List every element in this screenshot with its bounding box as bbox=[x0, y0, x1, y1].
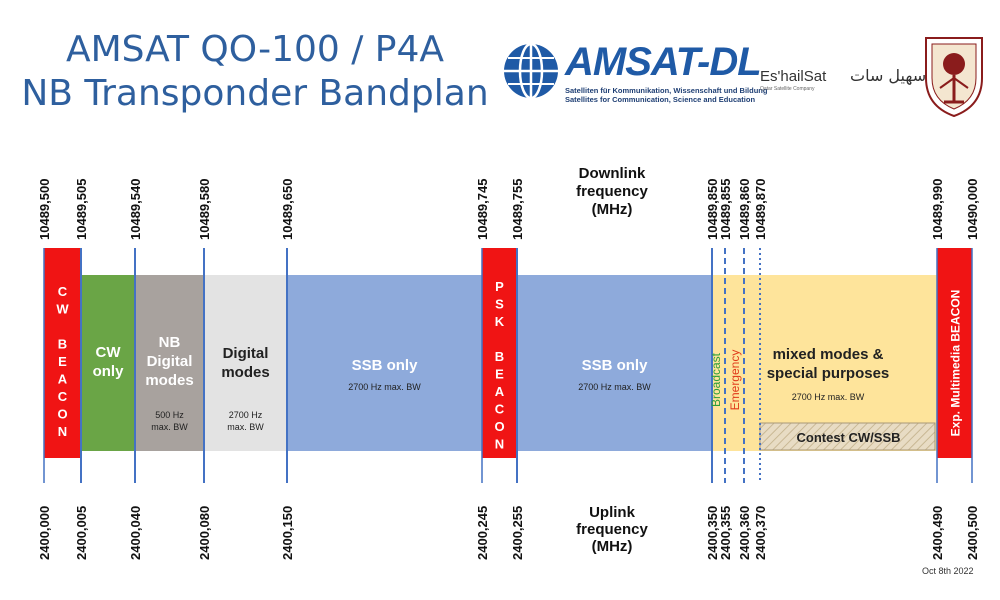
link-captions: Downlinkfrequency(MHz)Uplinkfrequency(MH… bbox=[576, 165, 648, 555]
eshailsat-logo-subtitle: Qatar Satellite Company bbox=[760, 86, 815, 92]
contest-sub-band bbox=[759, 422, 936, 451]
segment-label-0-1: W bbox=[56, 302, 69, 317]
downlink-caption-1: frequency bbox=[576, 183, 648, 200]
segment-label-5-0: P bbox=[495, 279, 504, 294]
segment-label-4-0: SSB only bbox=[352, 357, 419, 374]
segment-label-0-7: O bbox=[57, 407, 67, 422]
title-line-1: AMSAT QO-100 / P4A bbox=[65, 29, 445, 70]
segment-label-0-4: E bbox=[58, 354, 67, 369]
uplink-caption-1: frequency bbox=[576, 521, 648, 538]
uplink-freq-label-6: 2400,255 bbox=[510, 506, 525, 560]
uplink-freq-label-4: 2400,150 bbox=[280, 506, 295, 560]
segment-label-5-9: N bbox=[495, 437, 504, 452]
eshailsat-logo-text: Es'hailSat bbox=[760, 68, 827, 85]
downlink-freq-label-8: 10489,855 bbox=[718, 179, 733, 240]
segment-label-5-2: K bbox=[495, 314, 505, 329]
segment-ssb-4 bbox=[287, 275, 482, 451]
downlink-freq-label-4: 10489,650 bbox=[280, 179, 295, 240]
uplink-freq-label-3: 2400,080 bbox=[197, 506, 212, 560]
segment-note-2-b: max. BW bbox=[151, 422, 188, 432]
segment-label-3-1: modes bbox=[221, 364, 269, 381]
segment-label-8: Exp. Multimedia BEACON bbox=[949, 290, 963, 437]
segment-label-2-0: NB bbox=[159, 334, 181, 351]
segment-digital-3 bbox=[204, 275, 287, 451]
segment-ssb-6 bbox=[517, 275, 712, 451]
segment-label-5-7: C bbox=[495, 402, 505, 417]
downlink-freq-label-1: 10489,505 bbox=[74, 179, 89, 240]
uplink-freq-label-12: 2400,500 bbox=[965, 506, 980, 560]
uplink-freq-label-0: 2400,000 bbox=[37, 506, 52, 560]
segment-note-6: 2700 Hz max. BW bbox=[578, 382, 651, 392]
segment-label-6-0: SSB only bbox=[582, 357, 649, 374]
segment-beacon-5 bbox=[482, 248, 517, 458]
downlink-freq-label-5: 10489,745 bbox=[475, 179, 490, 240]
downlink-caption-2: (MHz) bbox=[592, 201, 633, 218]
segment-label-1-0: CW bbox=[96, 344, 122, 361]
segment-label-5-4: B bbox=[495, 349, 504, 364]
downlink-freq-label-7: 10489,850 bbox=[705, 179, 720, 240]
amsat-logo-subtitle: Satelliten für Kommunikation, Wissenscha… bbox=[565, 86, 768, 104]
segment-note-3-a: 2700 Hz bbox=[229, 410, 263, 420]
downlink-freq-label-9: 10489,860 bbox=[737, 179, 752, 240]
segment-label-0-0: C bbox=[58, 284, 68, 299]
uplink-freq-label-1: 2400,005 bbox=[74, 506, 89, 560]
segment-label-1-1: only bbox=[93, 363, 124, 380]
amsat-globe-logo bbox=[504, 42, 558, 100]
segment-note-4: 2700 Hz max. BW bbox=[348, 382, 421, 392]
segment-label-3-0: Digital bbox=[223, 345, 269, 362]
segment-cw-1 bbox=[81, 275, 135, 451]
uplink-freq-label-7: 2400,350 bbox=[705, 506, 720, 560]
boundary-markers: Broadcast Emergency bbox=[43, 248, 973, 483]
uplink-freq-label-10: 2400,370 bbox=[753, 506, 768, 560]
contest-sub-band-label: Contest CW/SSB bbox=[797, 430, 901, 445]
date-label: Oct 8th 2022 bbox=[922, 566, 974, 576]
uplink-freq-label-2: 2400,040 bbox=[128, 506, 143, 560]
qars-emblem-logo bbox=[925, 37, 983, 118]
segment-label-0-8: N bbox=[58, 424, 67, 439]
uplink-freq-label-9: 2400,360 bbox=[737, 506, 752, 560]
segment-label-0-5: A bbox=[58, 372, 68, 387]
segment-nb_digital-2 bbox=[135, 275, 204, 451]
downlink-freq-label-11: 10489,990 bbox=[930, 179, 945, 240]
amsat-logo-text: AMSAT-DL bbox=[565, 40, 762, 84]
downlink-freq-label-10: 10489,870 bbox=[753, 179, 768, 240]
segment-beacon-8 bbox=[937, 248, 972, 458]
downlink-caption-0: Downlink bbox=[579, 165, 646, 182]
downlink-freq-label-3: 10489,580 bbox=[197, 179, 212, 240]
marker-label-0: Broadcast bbox=[709, 352, 723, 407]
uplink-freq-label-8: 2400,355 bbox=[718, 506, 733, 560]
eshailsat-logo-arabic: سهيل سات bbox=[850, 66, 927, 85]
segment-label-7-0: mixed modes & bbox=[773, 346, 884, 363]
downlink-freq-label-0: 10489,500 bbox=[37, 179, 52, 240]
segment-label-5-8: O bbox=[494, 419, 504, 434]
segment-label-5-1: S bbox=[495, 297, 504, 312]
frequency-labels: 10489,500 2400,000 10489,505 2400,005 10489,… bbox=[37, 179, 980, 560]
segment-note-3-b: max. BW bbox=[227, 422, 264, 432]
segment-label-0-3: B bbox=[58, 337, 67, 352]
segment-label-5-5: E bbox=[495, 367, 504, 382]
segment-label-0-6: C bbox=[58, 389, 68, 404]
downlink-freq-label-6: 10489,755 bbox=[510, 179, 525, 240]
uplink-freq-label-5: 2400,245 bbox=[475, 506, 490, 560]
uplink-freq-label-11: 2400,490 bbox=[930, 506, 945, 560]
segment-label-2-2: modes bbox=[145, 372, 193, 389]
uplink-caption-2: (MHz) bbox=[592, 538, 633, 555]
segment-label-7-1: special purposes bbox=[767, 365, 890, 382]
downlink-freq-label-2: 10489,540 bbox=[128, 179, 143, 240]
downlink-freq-label-12: 10490,000 bbox=[965, 179, 980, 240]
uplink-caption-0: Uplink bbox=[589, 504, 635, 521]
segment-beacon-0 bbox=[44, 248, 81, 458]
band-segments: Contest CW/SSBCWBEACONCWonlyNBDigitalmod… bbox=[44, 248, 972, 458]
marker-label-1: Emergency bbox=[728, 350, 742, 411]
title-line-2: NB Transponder Bandplan bbox=[21, 73, 489, 114]
segment-note-7: 2700 Hz max. BW bbox=[792, 392, 865, 402]
segment-mixed-7 bbox=[712, 275, 937, 451]
segment-note-2-a: 500 Hz bbox=[155, 410, 184, 420]
page-title: AMSAT QO-100 / P4A NB Transponder Bandpl… bbox=[20, 28, 490, 116]
segment-label-5-6: A bbox=[495, 384, 505, 399]
segment-label-2-1: Digital bbox=[147, 353, 193, 370]
